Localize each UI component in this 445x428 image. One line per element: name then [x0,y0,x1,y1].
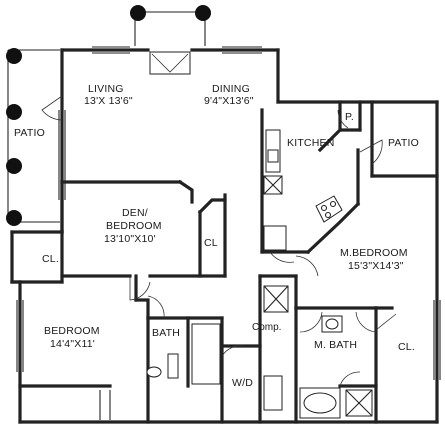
living-label: LIVING [88,83,124,95]
closet-left-label: CL. [42,253,59,265]
living-size: 13'X 13'6" [84,95,133,107]
den-label-1: DEN/ [122,207,148,219]
top-balcony [130,5,211,46]
master-label: M.BEDROOM [340,247,408,259]
left-patio [6,48,60,226]
laundry-label: W/D [232,377,253,389]
patio-right-label: PATIO [388,137,419,149]
dining-label: DINING [212,83,250,95]
post-dot [6,158,22,174]
post-dot [6,104,22,120]
windows [16,46,441,380]
m-bath-label: M. BATH [314,339,357,351]
master-size: 15'3"X14'3" [348,260,404,272]
entry-door [149,51,191,75]
post-dot [6,48,22,64]
dining-size: 9'4"X13'6" [204,95,254,107]
den-closet-label: CL [204,237,218,249]
kitchen-fixtures [263,129,343,251]
den-size: 13'10"X10' [104,233,156,245]
door-swings [41,95,397,387]
post-dot [195,5,211,21]
post-dot [6,210,22,226]
comp-label: Comp. [252,322,281,333]
patio-left-label: PATIO [14,127,45,139]
den-label-2: BEDROOM [106,220,162,232]
bedroom-label: BEDROOM [44,325,100,337]
kitchen-label: KITCHEN [287,137,335,149]
post-dot [130,5,146,21]
exterior-walls [10,48,439,424]
bedroom-size: 14'4"X11' [50,338,95,350]
pantry-label: P. [345,111,354,123]
m-closet-label: CL. [398,341,415,353]
bath-fixtures [99,285,373,420]
bath-label: BATH [152,327,180,339]
